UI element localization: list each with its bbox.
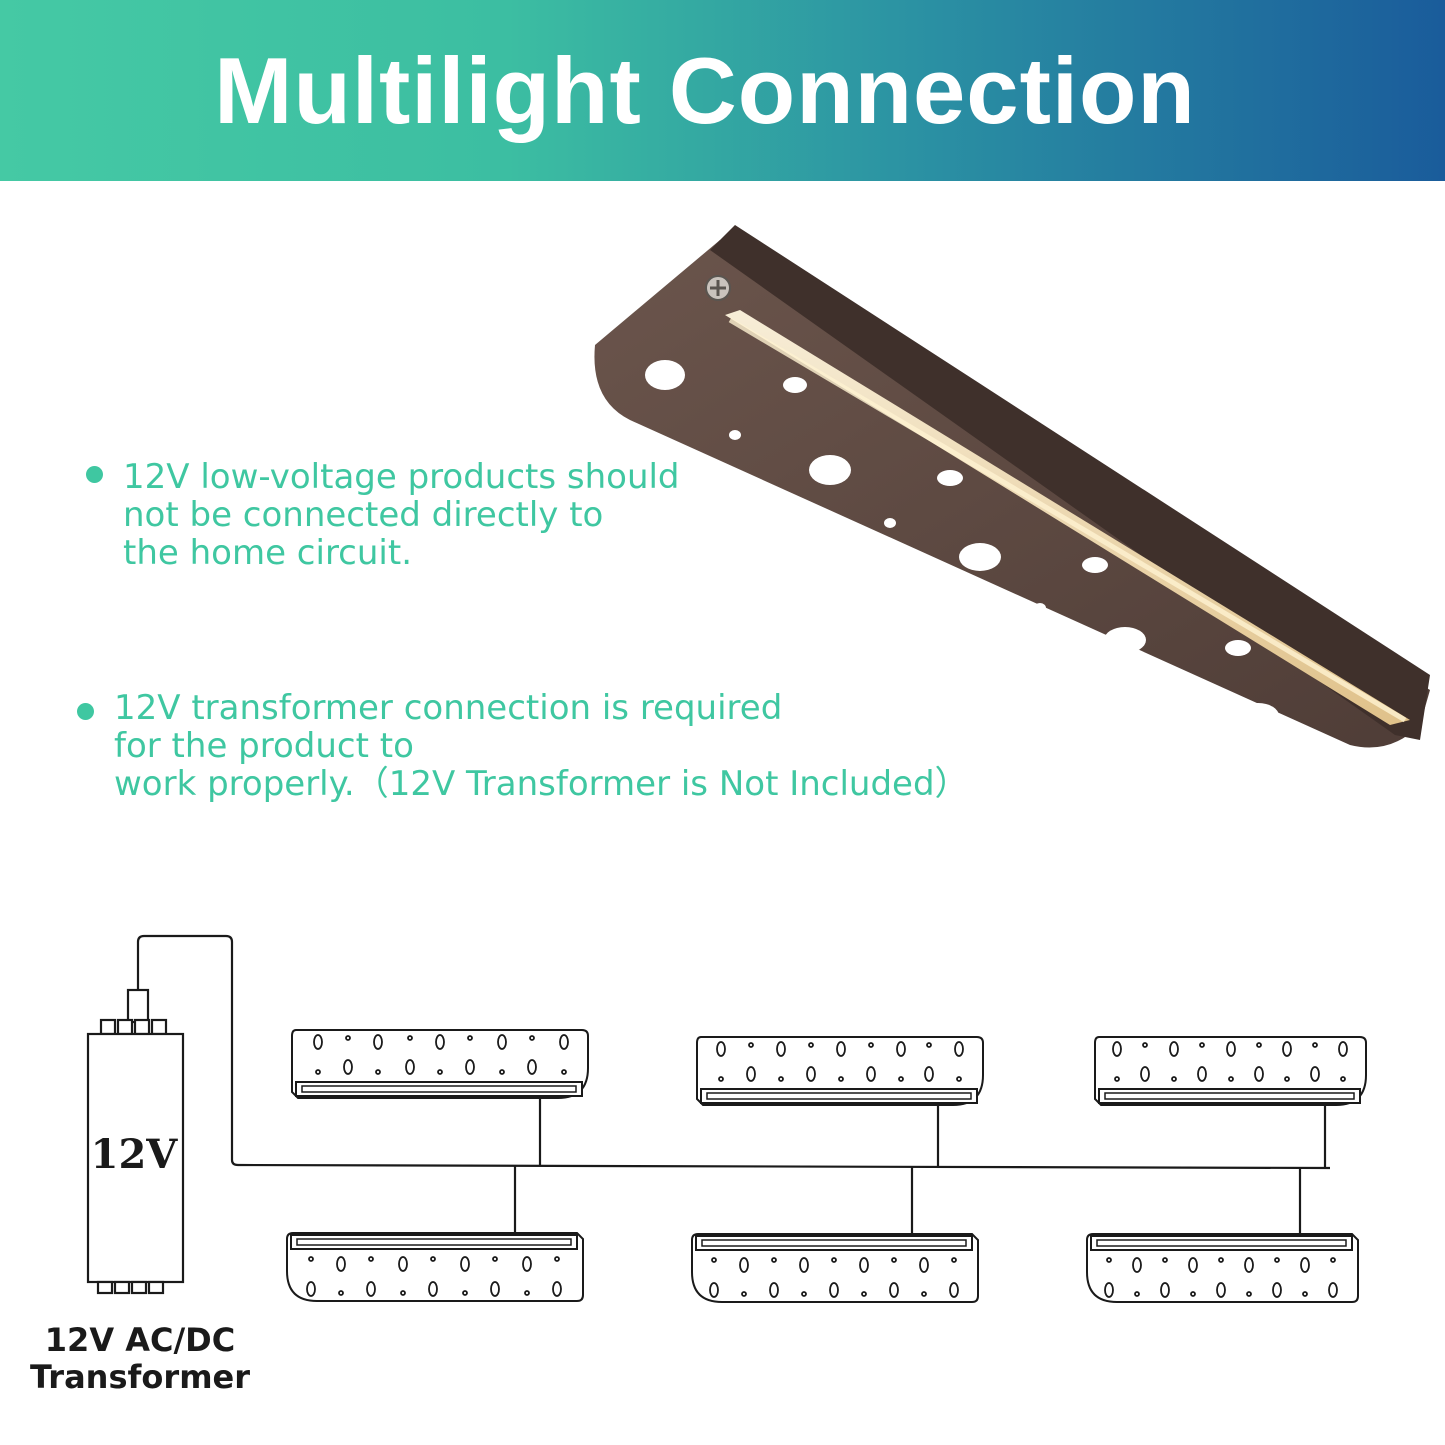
- light-top-1: [291, 1029, 589, 1099]
- light-top-2: [696, 1036, 984, 1106]
- wires: [136, 934, 1331, 1246]
- transformer-box: [86, 988, 185, 1295]
- transformer-label: 12V AC/DC Transformer: [20, 1322, 260, 1396]
- banner: Multilight Connection: [0, 0, 1445, 181]
- wiring-diagram: 12V: [86, 934, 1367, 1303]
- light-bottom-1: [286, 1232, 584, 1302]
- bullet-line: 12V low-voltage products should: [123, 457, 680, 497]
- bullet-dot-icon: [77, 703, 94, 720]
- bullet-line: 12V transformer connection is required: [114, 688, 783, 728]
- bullet-transformer-required: 12V transformer connection is required f…: [77, 688, 969, 804]
- bullet-dot-icon: [86, 466, 103, 483]
- bullet-line: work properly.（12V Transformer is Not In…: [114, 764, 969, 804]
- transformer-label-line: Transformer: [29, 1358, 251, 1396]
- led-hardscape-light-image: [594, 225, 1430, 748]
- transformer-voltage-text: 12V: [91, 1131, 179, 1178]
- light-bottom-3: [1086, 1233, 1359, 1303]
- bullet-line: not be connected directly to: [123, 495, 604, 535]
- bullet-low-voltage: 12V low-voltage products should not be c…: [86, 457, 680, 573]
- page-title: Multilight Connection: [214, 38, 1196, 143]
- light-bottom-2: [691, 1233, 979, 1303]
- bullet-line: the home circuit.: [123, 533, 412, 573]
- transformer-label-line: 12V AC/DC: [44, 1321, 236, 1359]
- bullet-line: for the product to: [114, 726, 414, 766]
- light-top-3: [1094, 1036, 1367, 1106]
